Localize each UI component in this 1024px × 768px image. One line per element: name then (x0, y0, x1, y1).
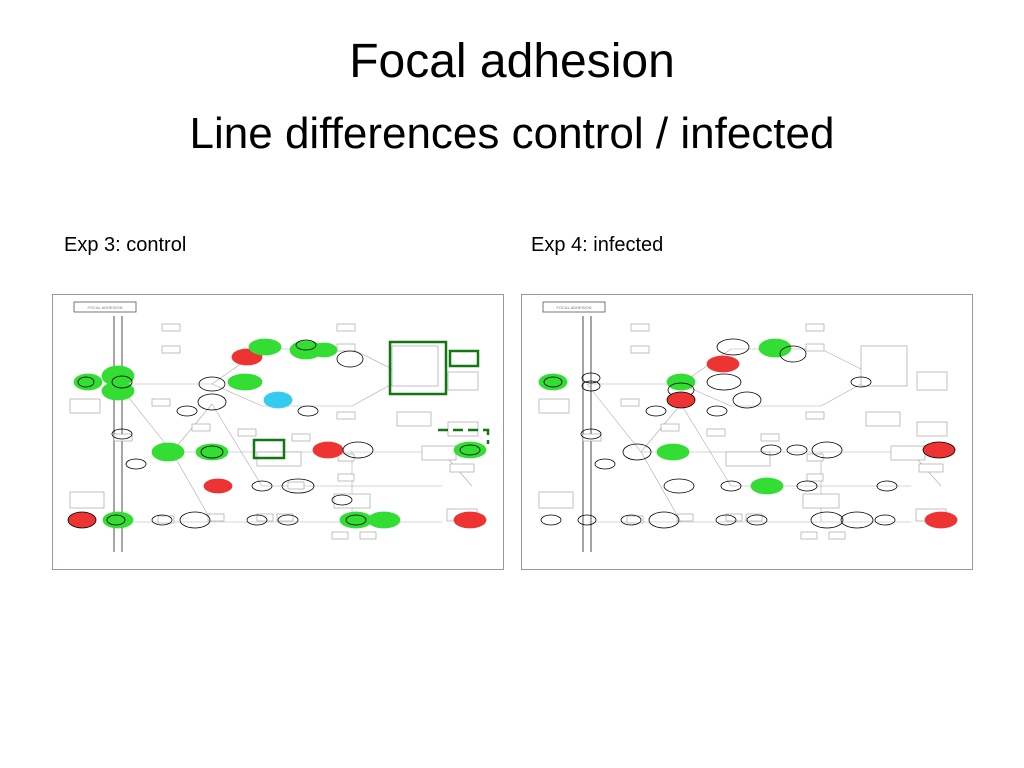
gene-node (874, 514, 896, 526)
pathway-panel-control: FOCAL ADHESION (52, 294, 504, 570)
gene-node (342, 441, 374, 459)
gene-node (758, 338, 792, 358)
slide-subtitle: Line differences control / infected (189, 109, 835, 158)
gene-node (453, 511, 487, 529)
gene-node (720, 480, 742, 492)
gene-node (922, 441, 956, 459)
gene-node (281, 478, 315, 494)
gene-node (840, 511, 874, 529)
gene-node (786, 444, 808, 456)
gene-node (543, 376, 563, 388)
pathway-diagram-control: FOCAL ADHESION (52, 294, 504, 570)
gene-node (538, 373, 568, 391)
gene-node (796, 480, 818, 492)
gene-node (594, 458, 616, 470)
gene-node (263, 391, 293, 409)
gene-node (203, 478, 233, 494)
gene-node (706, 355, 740, 373)
gene-node (876, 480, 898, 492)
gene-node (580, 428, 602, 440)
gene-node (312, 441, 344, 459)
pathway-header-box (73, 301, 137, 313)
gene-node (666, 373, 696, 391)
gene-node (459, 444, 481, 456)
gene-node (345, 514, 367, 526)
svg-text:.: . (58, 560, 59, 565)
gene-node (336, 350, 364, 368)
pathway-panel-infected: FOCAL ADHESION (521, 294, 973, 570)
gene-node (227, 373, 263, 391)
gene-node (251, 480, 273, 492)
gene-node (850, 376, 872, 388)
gene-node (715, 514, 737, 526)
gene-node (453, 441, 487, 459)
gene-node (339, 511, 373, 529)
gene-node (151, 442, 185, 462)
gene-node (125, 458, 147, 470)
gene-node (760, 444, 782, 456)
gene-node (746, 514, 768, 526)
pathway-header-box (542, 301, 606, 313)
gene-node (246, 514, 268, 526)
highlight-boxes (252, 340, 490, 460)
gene-node (622, 443, 652, 461)
gene-node (716, 338, 750, 356)
gene-node (197, 393, 227, 411)
pathway-diagram-infected: FOCAL ADHESION (521, 294, 973, 570)
gene-node (663, 478, 695, 494)
gene-nodes (538, 338, 958, 529)
gene-node (198, 376, 226, 392)
gene-node (67, 511, 97, 529)
gene-node (645, 405, 667, 417)
gene-node (732, 391, 762, 409)
gene-node (810, 511, 844, 529)
gene-node (176, 405, 198, 417)
gene-node (577, 514, 597, 526)
gene-boxes (538, 323, 948, 540)
gene-node (179, 511, 211, 529)
gene-node (540, 514, 562, 526)
gene-node (277, 514, 299, 526)
gene-node (750, 477, 784, 495)
gene-node (779, 345, 807, 363)
gene-node (620, 514, 642, 526)
panel-label-infected: Exp 4: infected (531, 234, 664, 256)
gene-node (77, 376, 95, 388)
gene-node (648, 511, 680, 529)
gene-node (102, 511, 134, 529)
gene-node (310, 342, 338, 358)
gene-node (111, 428, 133, 440)
gene-node (706, 405, 728, 417)
pathway-header: FOCAL ADHESION (88, 305, 123, 310)
gene-node (331, 494, 353, 506)
gene-node (111, 375, 133, 389)
gene-node (367, 511, 401, 529)
gene-node (656, 443, 690, 461)
panel-border (521, 294, 973, 570)
gene-node (200, 445, 224, 459)
gene-node (666, 391, 696, 409)
gene-node (706, 373, 742, 391)
gene-node (924, 511, 958, 529)
gene-node (151, 514, 173, 526)
gene-node (811, 441, 843, 459)
gene-node (106, 514, 126, 526)
slide-title: Focal adhesion (349, 35, 675, 88)
gene-node (295, 339, 317, 351)
gene-node (101, 381, 135, 401)
gene-nodes (67, 338, 487, 529)
gene-node (248, 338, 282, 356)
pathway-header: FOCAL ADHESION (557, 305, 592, 310)
gene-node (297, 405, 319, 417)
gene-node (581, 372, 601, 384)
gene-node (581, 380, 601, 392)
panel-label-control: Exp 3: control (64, 234, 187, 256)
